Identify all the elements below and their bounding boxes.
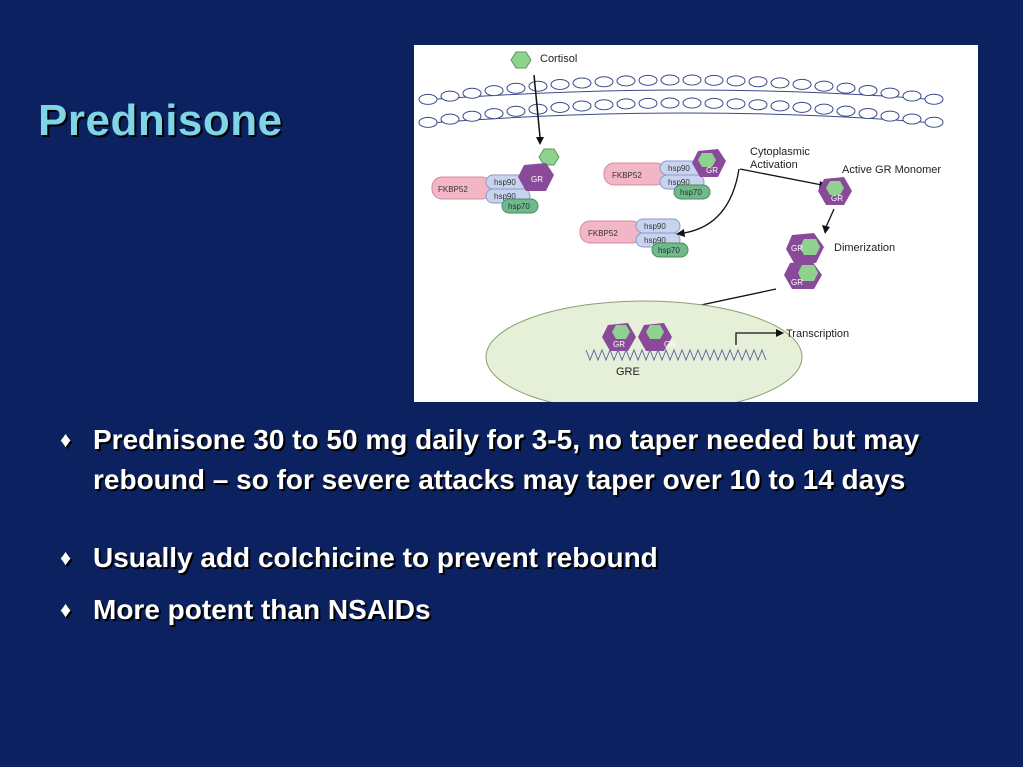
phospholipid-head bbox=[638, 97, 658, 109]
gr-dimer-bound-icon: GR GR bbox=[602, 323, 676, 351]
phospholipid-head bbox=[902, 90, 922, 102]
svg-text:GR: GR bbox=[791, 278, 803, 287]
phospholipid-head bbox=[506, 105, 526, 117]
phospholipid-head bbox=[814, 103, 834, 115]
phospholipid-head bbox=[748, 99, 768, 111]
phospholipid-head bbox=[638, 74, 658, 86]
phospholipid-head bbox=[924, 116, 944, 128]
gr-dimer-icon: GR GR bbox=[784, 233, 824, 289]
phospholipid-head bbox=[858, 84, 878, 96]
bullet-item: ♦ Usually add colchicine to prevent rebo… bbox=[60, 538, 980, 578]
cortisol-molecule-icon bbox=[538, 148, 560, 166]
active-gr-monomer-label: Active GR Monomer bbox=[842, 164, 941, 176]
phospholipid-head bbox=[924, 93, 944, 105]
receptor-complex-2: FKBP52 hsp90 hsp90 hsp70 GR bbox=[603, 149, 726, 200]
bullet-item: ♦ More potent than NSAIDs bbox=[60, 590, 980, 630]
phospholipid-head bbox=[858, 107, 878, 119]
transcription-label: Transcription bbox=[786, 328, 849, 340]
phospholipid-head bbox=[418, 116, 438, 128]
diamond-bullet-icon: ♦ bbox=[60, 427, 72, 452]
phospholipid-head bbox=[770, 77, 790, 89]
svg-text:GR: GR bbox=[613, 340, 625, 349]
dimerization-label: Dimerization bbox=[834, 242, 895, 254]
svg-text:hsp70: hsp70 bbox=[680, 188, 702, 197]
phospholipid-head bbox=[484, 85, 504, 97]
phospholipid-head bbox=[880, 110, 900, 122]
svg-text:hsp90: hsp90 bbox=[494, 192, 516, 201]
phospholipid-head bbox=[462, 87, 482, 99]
phospholipid-head bbox=[462, 110, 482, 122]
svg-text:FKBP52: FKBP52 bbox=[588, 229, 618, 238]
phospholipid-head bbox=[594, 76, 614, 88]
phospholipid-head bbox=[880, 87, 900, 99]
svg-text:hsp90: hsp90 bbox=[644, 222, 666, 231]
phospholipid-head bbox=[440, 90, 460, 102]
phospholipid-head bbox=[748, 76, 768, 88]
dna-strand bbox=[585, 348, 767, 362]
phospholipid-head bbox=[704, 74, 724, 86]
svg-text:FKBP52: FKBP52 bbox=[438, 185, 468, 194]
svg-text:GR: GR bbox=[664, 340, 676, 349]
phospholipid-head bbox=[792, 101, 812, 113]
phospholipid-head bbox=[836, 82, 856, 94]
phospholipid-head bbox=[594, 99, 614, 111]
phospholipid-head bbox=[682, 97, 702, 109]
phospholipid-head bbox=[660, 74, 680, 86]
phospholipid-head bbox=[550, 78, 570, 90]
svg-text:hsp90: hsp90 bbox=[668, 164, 690, 173]
phospholipid-head bbox=[770, 100, 790, 112]
phospholipid-head bbox=[704, 97, 724, 109]
gr-receptor-icon bbox=[518, 163, 554, 191]
nucleus bbox=[485, 300, 803, 402]
phospholipid-head bbox=[660, 97, 680, 109]
phospholipid-head bbox=[418, 93, 438, 105]
phospholipid-head bbox=[484, 108, 504, 120]
svg-text:GR: GR bbox=[831, 194, 843, 203]
svg-text:GR: GR bbox=[706, 166, 718, 175]
phospholipid-head bbox=[528, 80, 548, 92]
svg-text:FKBP52: FKBP52 bbox=[612, 171, 642, 180]
bullet-text: Usually add colchicine to prevent reboun… bbox=[93, 542, 658, 573]
phospholipid-head bbox=[616, 98, 636, 110]
phospholipid-head bbox=[572, 100, 592, 112]
slide-title: Prednisone bbox=[38, 96, 283, 145]
svg-text:Activation: Activation bbox=[750, 159, 798, 171]
svg-text:GR: GR bbox=[791, 244, 803, 253]
phospholipid-head bbox=[616, 75, 636, 87]
bullet-text: Prednisone 30 to 50 mg daily for 3-5, no… bbox=[93, 424, 920, 495]
svg-text:hsp90: hsp90 bbox=[644, 236, 666, 245]
phospholipid-head bbox=[726, 75, 746, 87]
cell-membrane bbox=[418, 74, 944, 128]
svg-text:hsp90: hsp90 bbox=[494, 178, 516, 187]
bullet-item: ♦ Prednisone 30 to 50 mg daily for 3-5, … bbox=[60, 420, 980, 500]
phospholipid-head bbox=[440, 113, 460, 125]
phospholipid-head bbox=[836, 105, 856, 117]
receptor-complex-3: FKBP52 hsp90 hsp90 hsp70 bbox=[579, 218, 689, 258]
phospholipid-head bbox=[506, 82, 526, 94]
phospholipid-head bbox=[682, 74, 702, 86]
diamond-bullet-icon: ♦ bbox=[60, 545, 72, 570]
phospholipid-head bbox=[726, 98, 746, 110]
cortisol-label: Cortisol bbox=[540, 53, 577, 65]
phospholipid-head bbox=[572, 77, 592, 89]
svg-text:GR: GR bbox=[531, 175, 543, 184]
phospholipid-head bbox=[902, 113, 922, 125]
svg-text:hsp90: hsp90 bbox=[668, 178, 690, 187]
cytoplasmic-activation-label: Cytoplasmic bbox=[750, 146, 810, 158]
diamond-bullet-icon: ♦ bbox=[60, 597, 72, 622]
glucocorticoid-pathway-diagram: Cortisol FKBP52 hsp90 hsp90 hsp70 GR FKB bbox=[414, 45, 978, 402]
receptor-complex-1: FKBP52 hsp90 hsp90 hsp70 GR bbox=[431, 163, 554, 214]
svg-text:hsp70: hsp70 bbox=[658, 246, 680, 255]
phospholipid-head bbox=[814, 80, 834, 92]
gre-label: GRE bbox=[616, 366, 640, 378]
phospholipid-head bbox=[792, 78, 812, 90]
svg-text:hsp70: hsp70 bbox=[508, 202, 530, 211]
phospholipid-head bbox=[550, 101, 570, 113]
bullet-text: More potent than NSAIDs bbox=[93, 594, 431, 625]
cortisol-molecule-icon bbox=[510, 51, 532, 69]
bullet-list: ♦ Prednisone 30 to 50 mg daily for 3-5, … bbox=[60, 420, 980, 630]
